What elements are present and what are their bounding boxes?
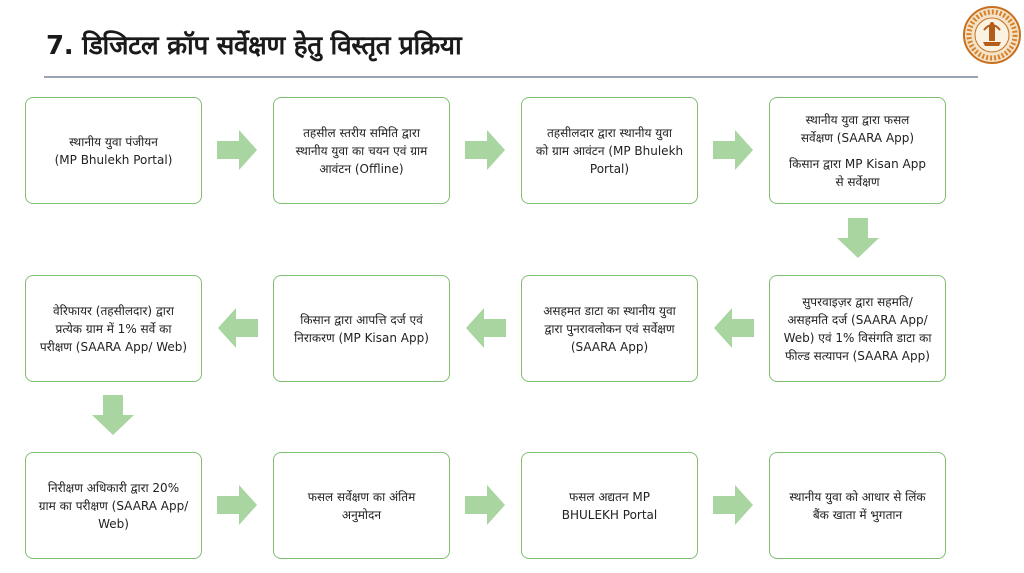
step-text: अनुमोदन	[341, 507, 382, 522]
step-box-10: फसल सर्वेक्षण का अंतिम अनुमोदन	[273, 452, 450, 559]
step-box-4: स्थानीय युवा द्वारा फसल सर्वेक्षण (SAARA…	[769, 97, 946, 204]
step-text: निराकरण (MP Kisan App)	[294, 330, 429, 345]
step-text: फसल अद्यतन MP	[569, 489, 650, 504]
step-text: स्थानीय युवा का चयन एवं ग्राम	[295, 143, 428, 158]
step-text: निरीक्षण अधिकारी द्वारा 20%	[47, 480, 180, 495]
step-text: (SAARA App)	[570, 339, 649, 354]
step-text: स्थानीय युवा पंजीयन	[69, 134, 158, 149]
step-box-8: वेरिफायर (तहसीलदार) द्वारा प्रत्येक ग्रा…	[25, 275, 202, 382]
step-text: से सर्वेक्षण	[835, 174, 880, 189]
step-box-3: तहसीलदार द्वारा स्थानीय युवा को ग्राम आव…	[521, 97, 698, 204]
step-text: आवंटन (Offline)	[319, 161, 404, 176]
arrow-left-icon	[218, 308, 258, 348]
step-box-12: स्थानीय युवा को आधार से लिंक बैंक खाता म…	[769, 452, 946, 559]
step-box-9: निरीक्षण अधिकारी द्वारा 20% ग्राम का परी…	[25, 452, 202, 559]
step-text: असहमत डाटा का स्थानीय युवा	[543, 303, 676, 318]
arrow-right-icon	[217, 485, 257, 525]
step-text: सुपरवाइज़र द्वारा सहमति/	[802, 294, 913, 309]
step-text: स्थानीय युवा को आधार से लिंक	[789, 489, 926, 504]
arrow-right-icon	[465, 130, 505, 170]
step-text: Web) एवं 1% विसंगति डाटा का	[783, 330, 932, 345]
step-text: फसल सर्वेक्षण का अंतिम	[307, 489, 416, 504]
step-box-1: स्थानीय युवा पंजीयन (MP Bhulekh Portal)	[25, 97, 202, 204]
step-text: तहसीलदार द्वारा स्थानीय युवा	[546, 125, 673, 140]
step-text: को ग्राम आवंटन (MP Bhulekh	[535, 143, 684, 158]
step-text: असहमति दर्ज (SAARA App/	[787, 312, 928, 327]
arrow-right-icon	[713, 485, 753, 525]
page-title: 7. डिजिटल क्रॉप सर्वेक्षण हेतु विस्तृत प…	[46, 31, 462, 61]
step-text: तहसील स्तरीय समिति द्वारा	[303, 125, 420, 140]
arrow-down-icon	[837, 218, 879, 258]
step-text: वेरिफायर (तहसीलदार) द्वारा	[53, 303, 174, 318]
step-text: Portal)	[589, 161, 630, 176]
step-text: प्रत्येक ग्राम में 1% सर्वे का	[55, 321, 172, 336]
step-text: ग्राम का परीक्षण (SAARA App/	[38, 498, 189, 513]
step-text: स्थानीय युवा द्वारा फसल	[805, 112, 910, 127]
step-box-7: किसान द्वारा आपत्ति दर्ज एवं निराकरण (MP…	[273, 275, 450, 382]
state-emblem-icon	[962, 2, 1022, 68]
arrow-left-icon	[466, 308, 506, 348]
arrow-left-icon	[714, 308, 754, 348]
step-text: BHULEKH Portal	[561, 507, 658, 522]
step-box-11: फसल अद्यतन MP BHULEKH Portal	[521, 452, 698, 559]
step-text: Web)	[98, 516, 129, 531]
step-text: किसान द्वारा आपत्ति दर्ज एवं	[300, 312, 423, 327]
step-box-6: असहमत डाटा का स्थानीय युवा द्वारा पुनराव…	[521, 275, 698, 382]
title-divider	[44, 76, 978, 78]
step-box-2: तहसील स्तरीय समिति द्वारा स्थानीय युवा क…	[273, 97, 450, 204]
step-text: किसान द्वारा MP Kisan App	[789, 156, 926, 171]
step-text: परीक्षण (SAARA App/ Web)	[39, 339, 188, 354]
step-box-5: सुपरवाइज़र द्वारा सहमति/ असहमति दर्ज (SA…	[769, 275, 946, 382]
step-text: सर्वेक्षण (SAARA App)	[800, 130, 915, 145]
step-text: फील्ड सत्यापन (SAARA App)	[785, 348, 930, 363]
arrow-right-icon	[465, 485, 505, 525]
arrow-right-icon	[713, 130, 753, 170]
arrow-right-icon	[217, 130, 257, 170]
step-text: द्वारा पुनरावलोकन एवं सर्वेक्षण	[544, 321, 675, 336]
step-text: बैंक खाता में भुगतान	[812, 507, 903, 522]
arrow-down-icon	[92, 395, 134, 435]
step-text: (MP Bhulekh Portal)	[54, 152, 173, 167]
